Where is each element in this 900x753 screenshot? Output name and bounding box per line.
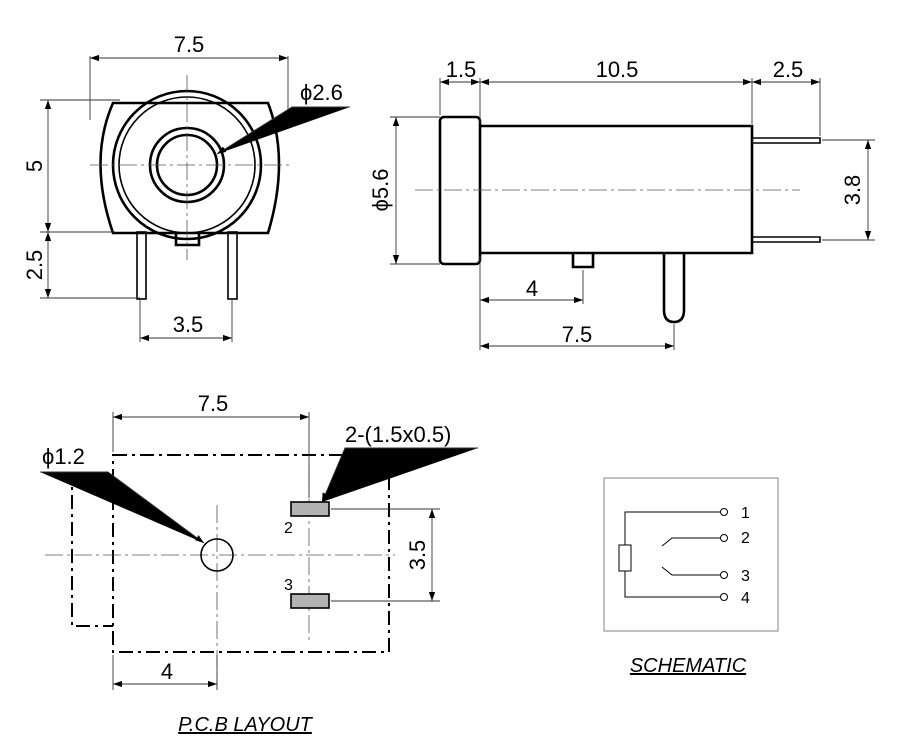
pcb-hole-offset-dim: 4 bbox=[161, 659, 173, 684]
front-peg bbox=[174, 233, 201, 247]
schematic-pin-3: 3 bbox=[741, 568, 750, 585]
schematic-pin-2: 2 bbox=[741, 530, 750, 547]
pcb-pad-label-3: 3 bbox=[284, 577, 293, 594]
pcb-pad-2 bbox=[290, 501, 330, 517]
front-lower-dim: 2.5 bbox=[22, 250, 47, 281]
pcb-pad-pitch-dim: 3.5 bbox=[405, 540, 430, 571]
schematic-terminal-2 bbox=[720, 534, 728, 542]
schematic-sleeve bbox=[618, 544, 632, 572]
side-peg-offset-dim: 4 bbox=[526, 276, 538, 301]
schematic: 1 2 3 4 SCHEMATIC bbox=[603, 477, 779, 677]
schematic-terminal-3 bbox=[720, 571, 728, 579]
schematic-frame bbox=[603, 477, 779, 632]
pcb-flange-outline bbox=[71, 481, 113, 627]
side-flange-dim: 1.5 bbox=[446, 57, 477, 82]
side-pin-bottom bbox=[752, 236, 821, 243]
side-view: 1.5 10.5 2.5 ϕ5.6 3.8 4 7.5 bbox=[368, 57, 875, 350]
front-pin-left bbox=[136, 231, 147, 300]
pcb-pad-label-2: 2 bbox=[284, 520, 293, 537]
schematic-terminal-4 bbox=[720, 593, 728, 601]
front-view: 7.5 ϕ2.6 5 2.5 3.5 bbox=[22, 32, 350, 342]
schematic-pin-4: 4 bbox=[741, 590, 750, 607]
pcb-layout-caption: P.C.B LAYOUT bbox=[178, 714, 314, 736]
side-pin-offset-dim: 7.5 bbox=[562, 322, 593, 347]
schematic-terminal-1 bbox=[720, 508, 728, 516]
side-body-dim: 10.5 bbox=[596, 57, 639, 82]
pcb-width-dim: 7.5 bbox=[198, 391, 229, 416]
front-pin-spacing-dim: 3.5 bbox=[173, 312, 204, 337]
side-body bbox=[480, 124, 754, 255]
pcb-hole-dim: ϕ1.2 bbox=[42, 444, 85, 469]
front-width-dim: 7.5 bbox=[174, 32, 205, 57]
schematic-caption: SCHEMATIC bbox=[630, 655, 747, 677]
front-pin-right bbox=[227, 231, 238, 300]
side-peg bbox=[571, 253, 595, 269]
pcb-mount-hole bbox=[200, 538, 234, 572]
side-pin-down bbox=[662, 253, 686, 324]
front-hole-dim: ϕ2.6 bbox=[300, 80, 343, 105]
side-flange bbox=[438, 115, 482, 266]
pcb-layout: 2 3 7.5 ϕ1.2 2-(1.5x0.5) 3.5 4 P.C.B LAY… bbox=[40, 391, 478, 736]
pcb-pad-3 bbox=[290, 593, 330, 609]
side-pin-top bbox=[752, 137, 821, 144]
side-pin-pitch-dim: 3.8 bbox=[840, 175, 865, 206]
front-height-dim: 5 bbox=[22, 160, 47, 172]
pcb-body-outline bbox=[112, 454, 390, 653]
schematic-pin-1: 1 bbox=[741, 505, 750, 522]
side-diameter-dim: ϕ5.6 bbox=[368, 169, 393, 212]
pcb-pad-dim: 2-(1.5x0.5) bbox=[345, 422, 451, 447]
side-pin-ext-dim: 2.5 bbox=[773, 57, 804, 82]
